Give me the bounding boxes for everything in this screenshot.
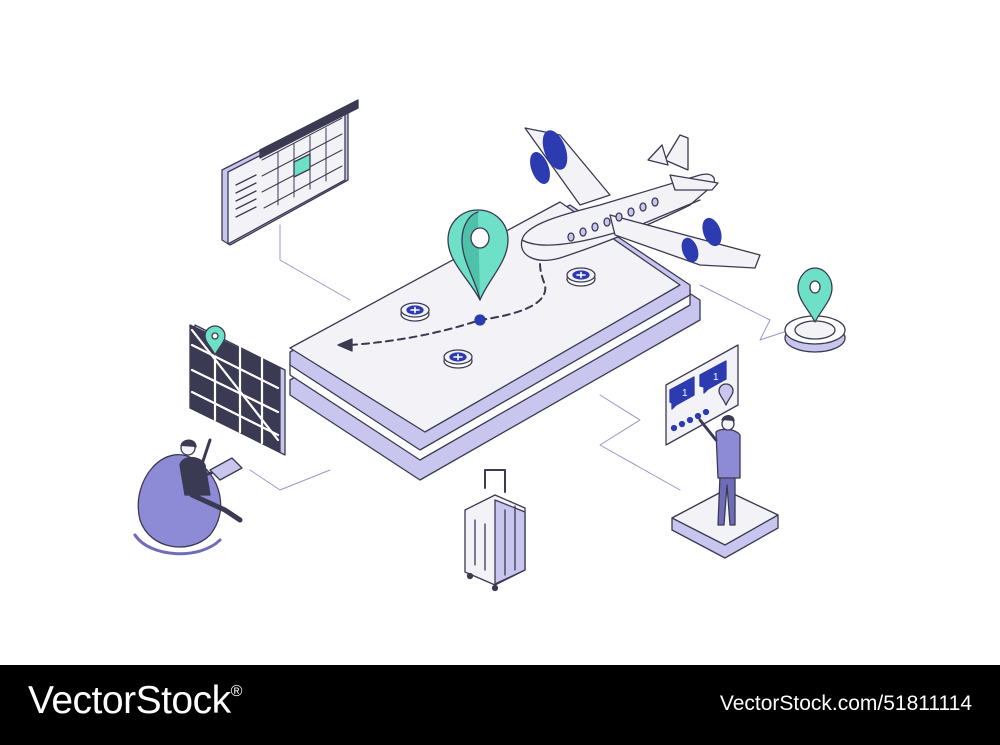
review-panel: 1 1: [665, 344, 739, 446]
brand-name: VectorStock: [28, 679, 231, 722]
svg-text:1: 1: [682, 388, 688, 399]
rating-stars: [670, 408, 710, 432]
watermark-bar: VectorStock® VectorStock.com/51811114: [0, 665, 1000, 745]
plus-markers: [400, 267, 596, 369]
person-beanbag: [133, 438, 243, 556]
plus-marker: [400, 302, 430, 322]
airplane: [520, 127, 761, 269]
plus-marker: [443, 349, 473, 369]
vectorstock-logo: VectorStock®: [28, 679, 242, 723]
image-credit: VectorStock.com/51811114: [719, 692, 972, 715]
calendar-panel: [221, 99, 359, 246]
map-panel: [189, 324, 286, 456]
connector-lines: [249, 224, 791, 491]
svg-text:1: 1: [713, 372, 719, 383]
registered-mark: ®: [230, 683, 243, 700]
luggage: [464, 469, 526, 592]
travel-illustration: 1 1: [133, 99, 846, 592]
comment-icon: 1: [669, 376, 695, 410]
route-path: [337, 249, 547, 352]
like-icon: 1: [699, 360, 727, 394]
map-pin-icon: [447, 209, 509, 301]
person-standing: [671, 414, 779, 559]
location-pin-disc: [784, 267, 846, 353]
plus-marker: [566, 267, 596, 287]
